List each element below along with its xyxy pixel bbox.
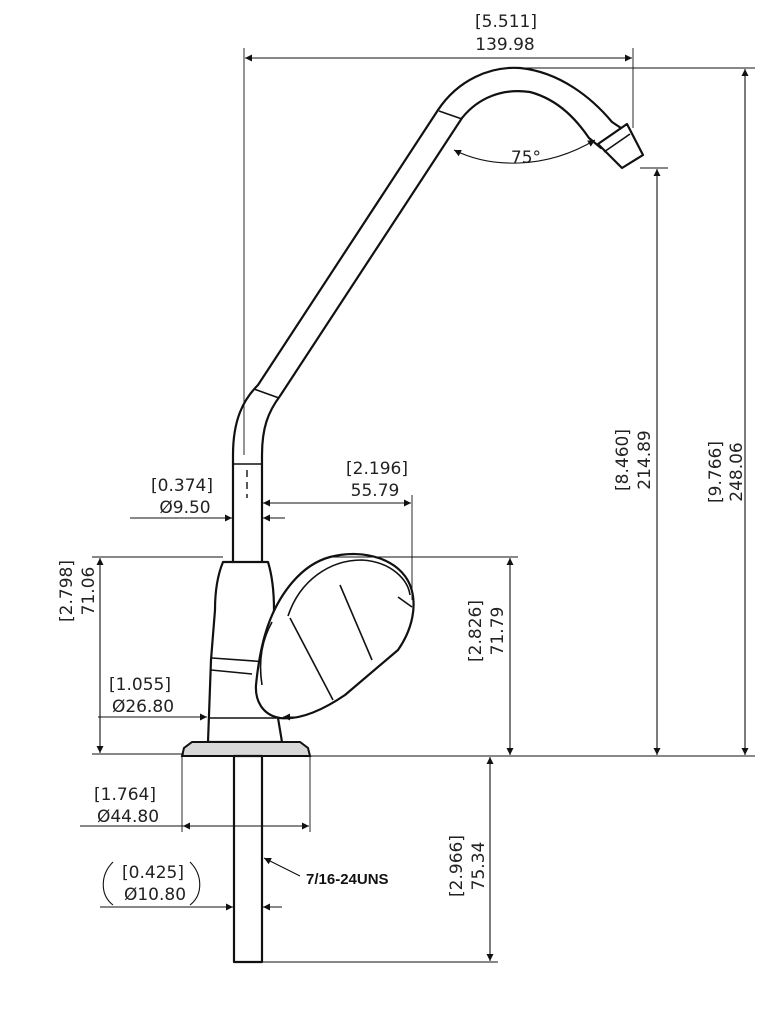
tube-diameter-inch: [0.374] bbox=[151, 476, 213, 496]
handle-tip bbox=[397, 596, 413, 608]
ref-paren-left bbox=[102, 861, 114, 906]
overall-width-inch: [5.511] bbox=[475, 12, 537, 32]
spout-height-inch: [8.460] bbox=[613, 429, 633, 491]
shank-length-mm: 75.34 bbox=[469, 842, 489, 891]
body-diameter-mm: Ø26.80 bbox=[112, 697, 174, 717]
handle-ridge-1 bbox=[339, 584, 373, 661]
handle-reach-mm: 55.79 bbox=[351, 481, 400, 501]
ref-paren-right bbox=[189, 861, 201, 906]
angle-arc bbox=[453, 139, 596, 164]
handle-inner-edge bbox=[259, 621, 273, 686]
overall-width-mm: 139.98 bbox=[475, 35, 534, 55]
shank-diameter-mm: Ø10.80 bbox=[124, 885, 186, 905]
spout-seam-lower bbox=[253, 388, 280, 399]
shank-length-inch: [2.966] bbox=[447, 835, 467, 897]
spout-tube bbox=[231, 66, 629, 565]
tube-diameter-mm: Ø9.50 bbox=[159, 498, 210, 518]
threaded-shank bbox=[232, 754, 264, 964]
handle-height-inch: [2.826] bbox=[466, 600, 486, 662]
thread-leader bbox=[263, 857, 301, 877]
shank-diameter-inch: [0.425] bbox=[122, 863, 184, 883]
aerator-line bbox=[603, 133, 631, 153]
body-band-bottom bbox=[210, 669, 253, 675]
handle-reach-inch: [2.196] bbox=[346, 459, 408, 479]
overall-height-inch: [9.766] bbox=[706, 441, 726, 503]
base-diameter-mm: Ø44.80 bbox=[97, 807, 159, 827]
dimensions: [5.511] 139.98 75° [9.766] 248.06 [8.460… bbox=[57, 12, 755, 963]
base-diameter-inch: [1.764] bbox=[94, 785, 156, 805]
handle-ridge-2 bbox=[289, 617, 334, 701]
lever-handle bbox=[254, 553, 415, 720]
base-flange bbox=[180, 741, 312, 757]
handle-top-edge bbox=[287, 559, 411, 617]
spout-seam-upper bbox=[438, 110, 463, 120]
body-diameter-inch: [1.055] bbox=[109, 675, 171, 695]
thread-callout: 7/16-24UNS bbox=[306, 871, 389, 888]
overall-height-mm: 248.06 bbox=[727, 442, 747, 501]
body-height-mm: 71.06 bbox=[79, 567, 99, 616]
aerator-nozzle bbox=[596, 122, 645, 170]
faucet-outline bbox=[180, 66, 645, 964]
spout-height-mm: 214.89 bbox=[635, 430, 655, 489]
handle-height-mm: 71.79 bbox=[488, 607, 508, 656]
spout-angle: 75° bbox=[511, 148, 541, 168]
body-height-inch: [2.798] bbox=[57, 560, 77, 622]
